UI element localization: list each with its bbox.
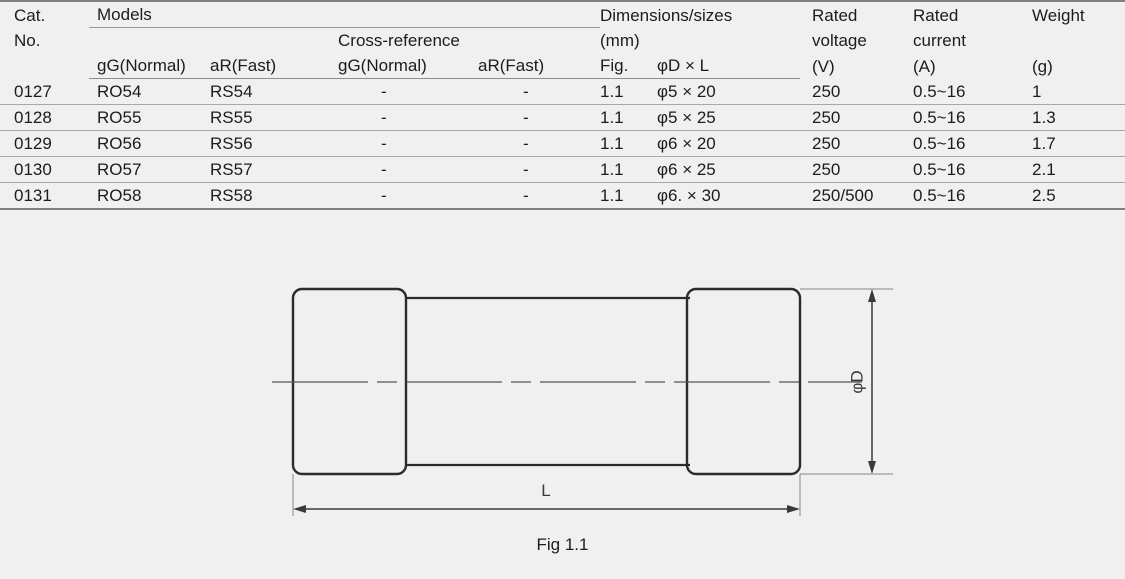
header-models-ar: aR(Fast)	[204, 53, 334, 79]
header-diameter-length: φD × L	[645, 53, 801, 79]
cell-rated-voltage: 250	[800, 130, 904, 157]
cell-weight: 1.7	[1020, 130, 1125, 157]
cell-weight: 1.3	[1020, 104, 1125, 131]
header-rated-current-line1: Rated	[903, 0, 1021, 28]
length-label: L	[541, 481, 550, 500]
cell-fig: 1.1	[600, 78, 645, 105]
cell-xref-ar: -	[476, 78, 600, 105]
cell-cat-no: 0128	[0, 104, 89, 131]
header-dimensions-line1: Dimensions/sizes	[600, 0, 801, 28]
cell-xref-gg: -	[334, 78, 476, 105]
cell-diameter-length: φ6. × 30	[645, 182, 801, 210]
cell-model-ar: RS56	[204, 130, 334, 157]
header-weight-line1: Weight	[1020, 0, 1125, 28]
header-cat-no-line1: Cat.	[0, 0, 89, 28]
cell-xref-ar: -	[476, 104, 600, 131]
cell-cat-no: 0127	[0, 78, 89, 105]
cell-model-gg: RO54	[89, 78, 204, 105]
cell-xref-ar: -	[476, 156, 600, 183]
cell-model-gg: RO56	[89, 130, 204, 157]
cell-cat-no: 0131	[0, 182, 89, 210]
header-xref-gg: gG(Normal)	[334, 53, 476, 79]
cell-cat-no: 0129	[0, 130, 89, 157]
header-xref-ar: aR(Fast)	[476, 53, 600, 79]
header-rated-current-line3: (A)	[913, 56, 936, 76]
diameter-arrow-down-icon	[868, 461, 876, 474]
cell-model-gg: RO58	[89, 182, 204, 210]
diameter-label: φD	[847, 370, 866, 393]
header-row-2: No. Cross-reference (mm) voltage current	[0, 28, 1125, 54]
header-weight-spacer	[1020, 28, 1125, 54]
cell-diameter-length: φ5 × 25	[645, 104, 801, 131]
cell-rated-voltage: 250	[800, 78, 904, 105]
cell-rated-current: 0.5~16	[903, 130, 1021, 157]
cell-model-ar: RS55	[204, 104, 334, 131]
header-rated-current-line2: current	[913, 31, 966, 50]
header-row-3: gG(Normal) aR(Fast) gG(Normal) aR(Fast) …	[0, 53, 1125, 79]
header-cross-reference-group: Cross-reference	[338, 31, 460, 50]
cell-weight: 1	[1020, 78, 1125, 105]
table-row: 0128 RO55 RS55 - - 1.1 φ5 × 25 250 0.5~1…	[0, 104, 1125, 131]
cell-xref-ar: -	[476, 130, 600, 157]
length-arrow-right-icon	[787, 505, 800, 513]
cell-rated-current: 0.5~16	[903, 156, 1021, 183]
fuse-specification-table: Cat. Models Dimensions/sizes Rated Rated…	[0, 0, 1125, 210]
cell-model-gg: RO57	[89, 156, 204, 183]
fuse-dimension-drawing: φD L	[272, 287, 893, 516]
spec-table-container: Cat. Models Dimensions/sizes Rated Rated…	[0, 0, 1125, 210]
header-cat-no-spacer	[0, 53, 89, 79]
cell-rated-voltage: 250	[800, 156, 904, 183]
header-models-spacer	[89, 28, 334, 54]
cell-weight: 2.1	[1020, 156, 1125, 183]
diameter-arrow-up-icon	[868, 289, 876, 302]
header-row-1: Cat. Models Dimensions/sizes Rated Rated…	[0, 0, 1125, 28]
cell-diameter-length: φ6 × 25	[645, 156, 801, 183]
cell-model-ar: RS57	[204, 156, 334, 183]
cell-rated-current: 0.5~16	[903, 78, 1021, 105]
cell-rated-voltage: 250/500	[800, 182, 904, 210]
table-row: 0131 RO58 RS58 - - 1.1 φ6. × 30 250/500 …	[0, 182, 1125, 210]
header-dimensions-line2: (mm)	[600, 31, 640, 50]
cell-fig: 1.1	[600, 104, 645, 131]
header-weight-line2: (g)	[1032, 56, 1053, 76]
table-row: 0127 RO54 RS54 - - 1.1 φ5 × 20 250 0.5~1…	[0, 78, 1125, 105]
header-models-group: Models	[89, 0, 600, 28]
header-rated-voltage-line3: (V)	[812, 56, 835, 76]
cell-fig: 1.1	[600, 182, 645, 210]
cell-fig: 1.1	[600, 156, 645, 183]
cell-xref-ar: -	[476, 182, 600, 210]
figure-caption: Fig 1.1	[536, 535, 589, 554]
cell-diameter-length: φ5 × 20	[645, 78, 801, 105]
header-rated-voltage-line2: voltage	[812, 31, 867, 50]
header-rated-voltage-line1: Rated	[800, 0, 904, 28]
cell-model-gg: RO55	[89, 104, 204, 131]
header-models-gg: gG(Normal)	[89, 53, 204, 79]
cell-model-ar: RS58	[204, 182, 334, 210]
cell-xref-gg: -	[334, 156, 476, 183]
cell-cat-no: 0130	[0, 156, 89, 183]
cell-xref-gg: -	[334, 104, 476, 131]
cell-rated-current: 0.5~16	[903, 182, 1021, 210]
cell-xref-gg: -	[334, 182, 476, 210]
cell-diameter-length: φ6 × 20	[645, 130, 801, 157]
cell-rated-voltage: 250	[800, 104, 904, 131]
figure-area: φD L Fig 1.1	[0, 258, 1125, 579]
cell-model-ar: RS54	[204, 78, 334, 105]
header-cat-no-line2: No.	[14, 31, 41, 50]
cell-fig: 1.1	[600, 130, 645, 157]
cell-xref-gg: -	[334, 130, 476, 157]
table-row: 0129 RO56 RS56 - - 1.1 φ6 × 20 250 0.5~1…	[0, 130, 1125, 157]
length-arrow-left-icon	[293, 505, 306, 513]
table-row: 0130 RO57 RS57 - - 1.1 φ6 × 25 250 0.5~1…	[0, 156, 1125, 183]
cell-weight: 2.5	[1020, 182, 1125, 210]
header-fig: Fig.	[600, 53, 645, 79]
cell-rated-current: 0.5~16	[903, 104, 1021, 131]
